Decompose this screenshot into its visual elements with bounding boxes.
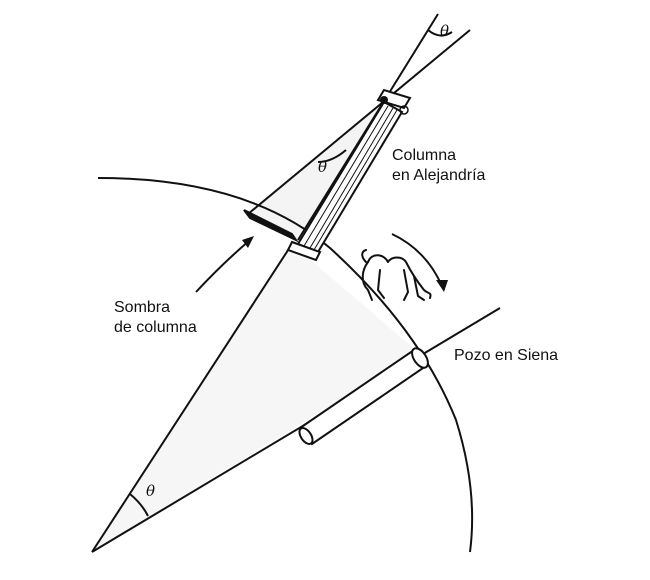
shadow-pointer-arrowhead — [242, 236, 254, 248]
column-alexandria — [286, 88, 412, 262]
rotation-arrowhead — [436, 280, 448, 292]
shadow-fill — [248, 100, 385, 240]
shadow-label: Sombra de columna — [114, 298, 197, 338]
earth-surface-arc — [97, 177, 474, 553]
column-shadow — [243, 209, 299, 243]
column-label-line2: en Alejandría — [392, 167, 486, 184]
theta-label-bottom: θ — [146, 482, 156, 500]
well-siena — [298, 347, 429, 446]
rotation-arrow — [391, 233, 443, 287]
theta-label-top: θ — [440, 22, 450, 40]
ray-to-well — [91, 307, 501, 553]
sector-fill — [92, 244, 418, 552]
angle-arc-bottom — [129, 493, 149, 517]
well-label: Pozo en Siena — [454, 347, 559, 364]
sun-ray-left — [247, 29, 471, 215]
angle-arc-top — [427, 29, 453, 37]
column-label-line1: Columna — [392, 147, 457, 164]
shadow-label-line2: de columna — [114, 319, 197, 336]
angle-arc-middle — [317, 149, 347, 163]
camel-illustration — [361, 249, 432, 301]
ray-to-column — [91, 243, 293, 553]
shadow-pointer-arrow — [195, 239, 251, 293]
column-label: Columna en Alejandría — [392, 146, 485, 186]
shadow-label-line1: Sombra — [114, 299, 171, 316]
theta-label-middle: θ — [318, 158, 328, 176]
